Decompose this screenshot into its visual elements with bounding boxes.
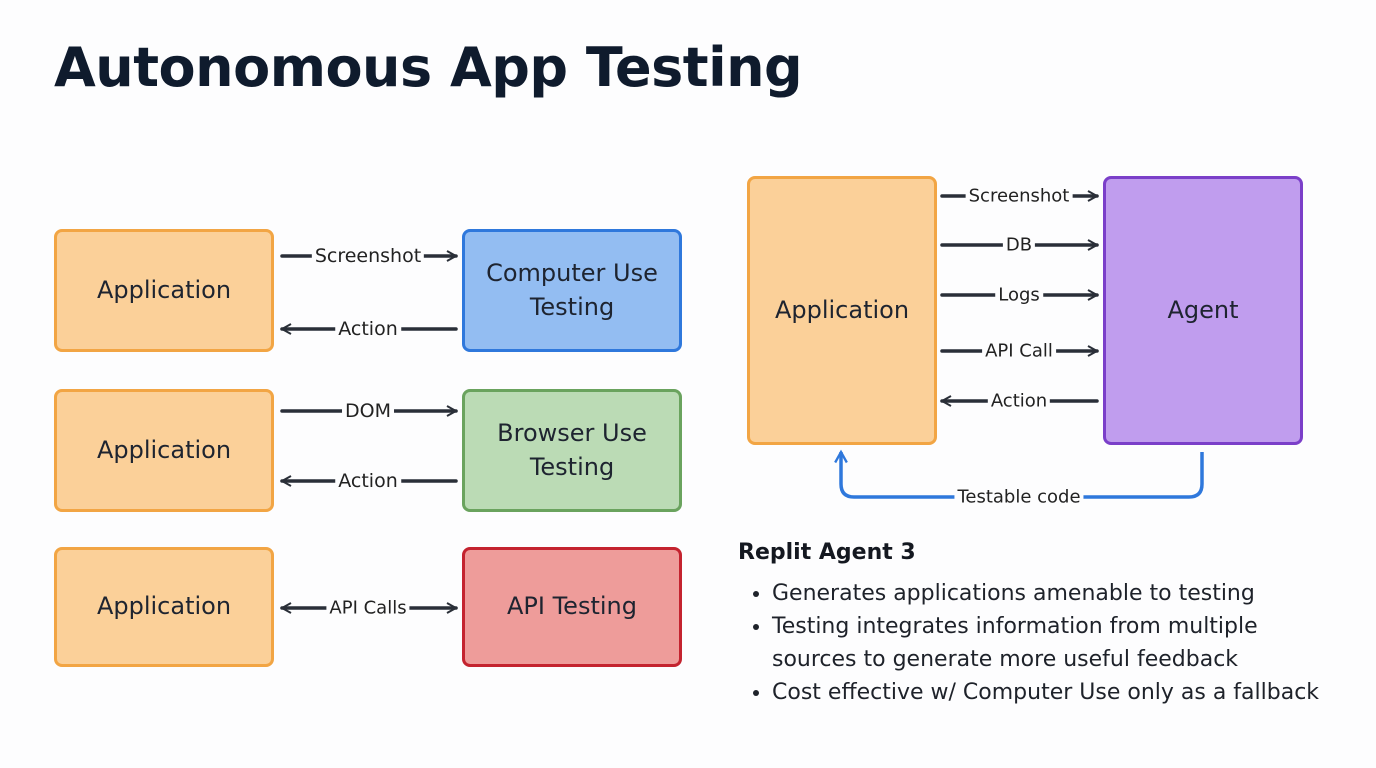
- computer-use-testing-label: Computer Use Testing: [486, 258, 658, 321]
- notes-bullet-2: Testing integrates information from mult…: [772, 610, 1338, 676]
- edge-label-r-screenshot: Screenshot: [965, 185, 1073, 207]
- loop-label-testable-code: Testable code: [954, 486, 1084, 508]
- edge-label-action-2: Action: [335, 470, 401, 492]
- notes-list: Generates applications amenable to testi…: [738, 577, 1338, 709]
- api-testing-label: API Testing: [507, 592, 637, 621]
- edge-label-api-calls: API Calls: [326, 597, 410, 619]
- application-label-1: Application: [96, 275, 232, 304]
- agent-box: Agent: [1103, 176, 1303, 445]
- notes-bullet-3: Cost effective w/ Computer Use only as a…: [772, 676, 1338, 709]
- application-box-right: Application: [747, 176, 937, 445]
- edge-label-r-db: DB: [1002, 234, 1036, 256]
- edge-label-screenshot-1: Screenshot: [311, 245, 425, 267]
- edge-label-r-api-call: API Call: [982, 340, 1056, 362]
- edge-label-dom: DOM: [342, 400, 394, 422]
- application-label-right: Application: [774, 295, 910, 324]
- edge-label-action-1: Action: [335, 318, 401, 340]
- computer-use-testing-box: Computer Use Testing: [462, 229, 682, 352]
- notes-panel: Replit Agent 3 Generates applications am…: [738, 540, 1338, 709]
- browser-use-testing-label: Browser Use Testing: [497, 418, 647, 481]
- notes-heading: Replit Agent 3: [738, 540, 916, 565]
- page-title: Autonomous App Testing: [54, 36, 803, 99]
- edge-label-r-action: Action: [987, 390, 1051, 412]
- application-label-3: Application: [96, 592, 232, 621]
- edge-label-r-logs: Logs: [995, 284, 1043, 306]
- agent-label: Agent: [1167, 295, 1239, 324]
- application-box-3: Application: [54, 547, 274, 667]
- application-box-2: Application: [54, 389, 274, 512]
- browser-use-testing-box: Browser Use Testing: [462, 389, 682, 512]
- api-testing-box: API Testing: [462, 547, 682, 667]
- notes-bullet-1: Generates applications amenable to testi…: [772, 577, 1338, 610]
- application-label-2: Application: [96, 435, 232, 464]
- application-box-1: Application: [54, 229, 274, 352]
